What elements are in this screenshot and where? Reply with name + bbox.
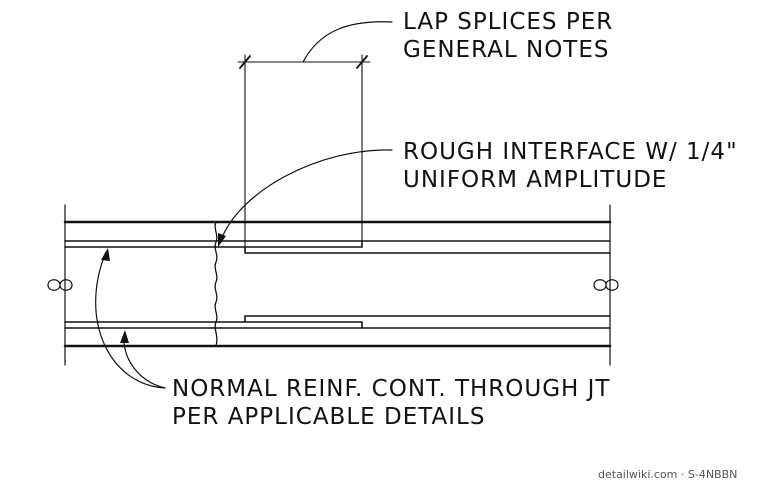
lap-bar-top <box>244 241 611 254</box>
lap-dimension-tick-right <box>356 55 368 69</box>
arrowhead-rough-interface <box>218 233 226 247</box>
note-lap-splices-line2: GENERAL NOTES <box>403 37 610 63</box>
note-rough-interface-line2: UNIFORM AMPLITUDE <box>403 167 668 193</box>
break-symbol-left <box>47 279 73 291</box>
note-normal-reinf-line1: NORMAL REINF. CONT. THROUGH JT <box>172 376 611 402</box>
note-normal-reinf-line2: PER APPLICABLE DETAILS <box>172 404 486 430</box>
leader-lap-splices <box>302 21 393 63</box>
lap-bar-bottom <box>244 315 611 328</box>
note-lap-splices: LAP SPLICES PER GENERAL NOTES <box>403 8 613 64</box>
rough-interface-line <box>214 221 218 347</box>
note-rough-interface-line1: ROUGH INTERFACE W/ 1/4" <box>403 139 738 165</box>
leader-normal-reinf-bottom <box>123 333 166 389</box>
note-normal-reinf: NORMAL REINF. CONT. THROUGH JT PER APPLI… <box>172 375 611 431</box>
leader-normal-reinf-top <box>95 251 166 389</box>
leader-rough-interface <box>220 149 393 241</box>
note-lap-splices-line1: LAP SPLICES PER <box>403 9 614 35</box>
arrowhead-normal-reinf-top <box>101 248 110 261</box>
break-symbol-right <box>593 279 619 291</box>
note-rough-interface: ROUGH INTERFACE W/ 1/4" UNIFORM AMPLITUD… <box>403 138 738 194</box>
arrowhead-normal-reinf-bottom <box>120 330 129 343</box>
credit-label: detailwiki.com · S-4NBBN <box>598 468 738 481</box>
lap-dimension-tick-left <box>239 55 251 69</box>
